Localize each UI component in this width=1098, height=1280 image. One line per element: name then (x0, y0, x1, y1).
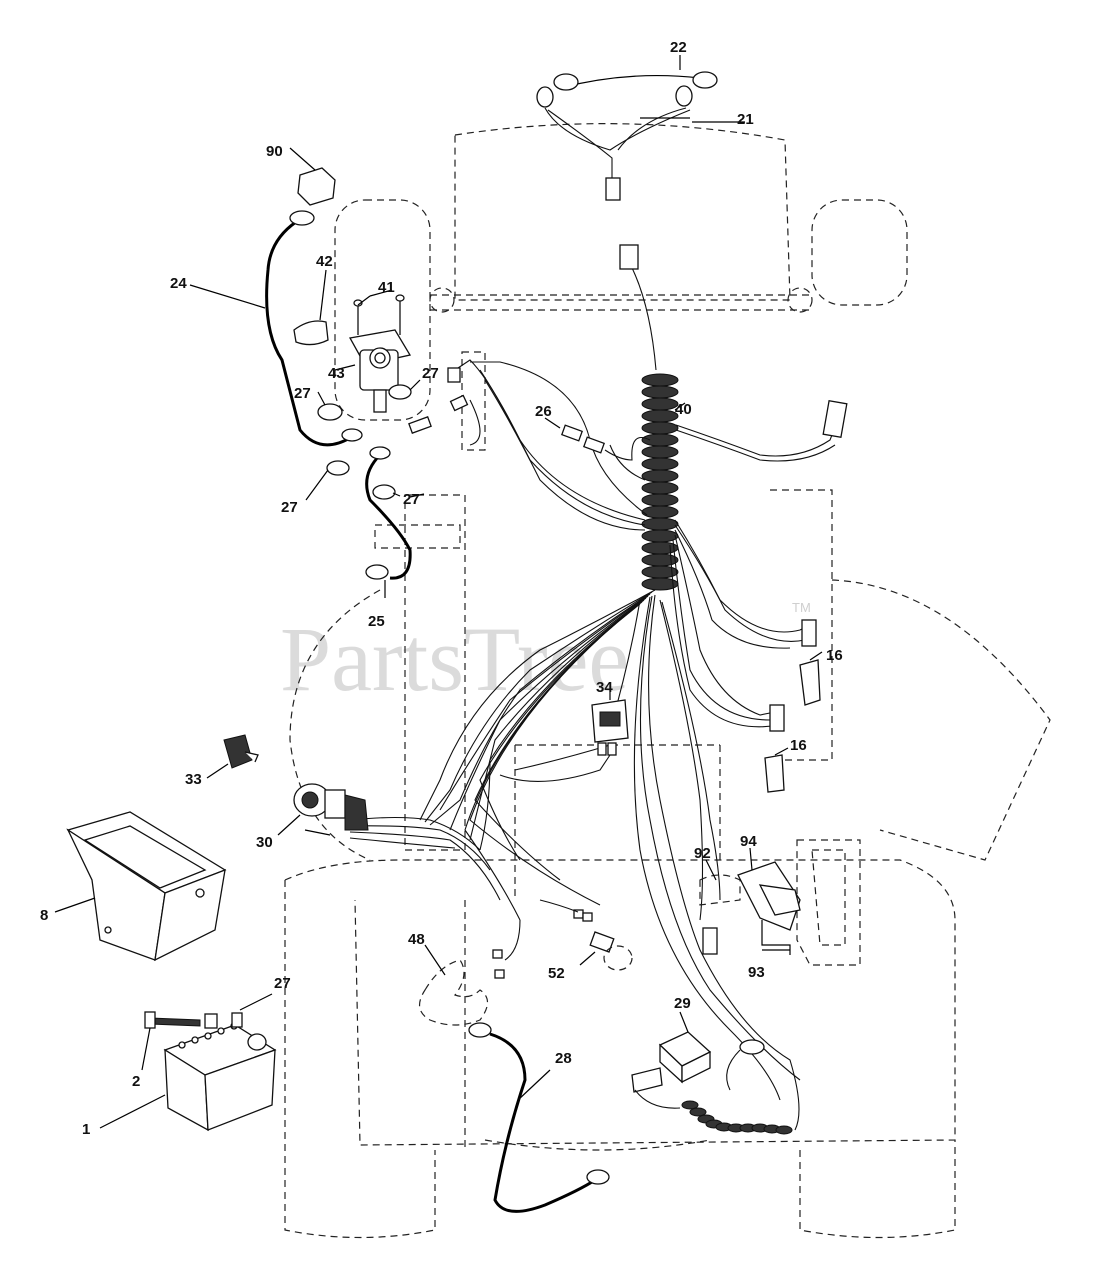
callout-93: 93 (748, 964, 765, 981)
callout-94: 94 (740, 833, 757, 850)
callout-21: 21 (737, 111, 754, 128)
cable-25 (305, 416, 432, 598)
callout-27-c: 27 (281, 499, 298, 516)
callout-8: 8 (40, 907, 48, 924)
tractor-outline (284, 123, 1051, 1239)
lamp-48 (419, 899, 593, 1026)
callout-34: 34 (596, 679, 613, 696)
callout-2: 2 (132, 1073, 140, 1090)
cable-24 (189, 210, 363, 447)
callout-52: 52 (548, 965, 565, 982)
callout-33: 33 (185, 771, 202, 788)
callout-29: 29 (674, 995, 691, 1012)
coiled-cord (681, 1100, 793, 1135)
callout-16-b: 16 (790, 737, 807, 754)
callout-26: 26 (535, 403, 552, 420)
callout-30: 30 (256, 834, 273, 851)
watermark-trademark: TM (792, 600, 811, 615)
lamp-52 (579, 931, 633, 971)
callout-43: 43 (328, 365, 345, 382)
callout-labels: 22 21 90 42 41 24 43 27 27 27 27 27 26 4… (40, 39, 843, 1138)
callout-92: 92 (694, 845, 711, 862)
callout-48: 48 (408, 931, 425, 948)
callout-42: 42 (316, 253, 333, 270)
callout-22: 22 (670, 39, 687, 56)
leader-lines (640, 55, 690, 119)
solenoid-assembly (293, 269, 421, 421)
callout-25: 25 (368, 613, 385, 630)
switch-34 (591, 692, 629, 756)
key-33 (206, 734, 259, 779)
callout-28: 28 (555, 1050, 572, 1067)
callout-90: 90 (266, 143, 283, 160)
callout-41: 41 (378, 279, 395, 296)
battery-1 (99, 1022, 277, 1132)
callout-16-a: 16 (826, 647, 843, 664)
corrugated-sleeve (641, 373, 679, 591)
callout-27-d: 27 (403, 491, 420, 508)
callout-27-a: 27 (422, 365, 439, 382)
callout-27-e: 27 (274, 975, 291, 992)
cable-28 (468, 1022, 610, 1213)
connector-90 (289, 147, 336, 206)
callout-24: 24 (170, 275, 187, 292)
callout-1: 1 (82, 1121, 90, 1138)
battery-bolt-2 (141, 993, 273, 1071)
headlight-harness (536, 71, 745, 201)
module-29 (631, 1011, 793, 1135)
callout-40: 40 (675, 401, 692, 418)
switch-92 (699, 859, 741, 955)
callout-27-b: 27 (294, 385, 311, 402)
switch-94 (737, 847, 801, 955)
ignition-switch-30 (277, 783, 369, 836)
battery-tray-8 (54, 811, 227, 962)
